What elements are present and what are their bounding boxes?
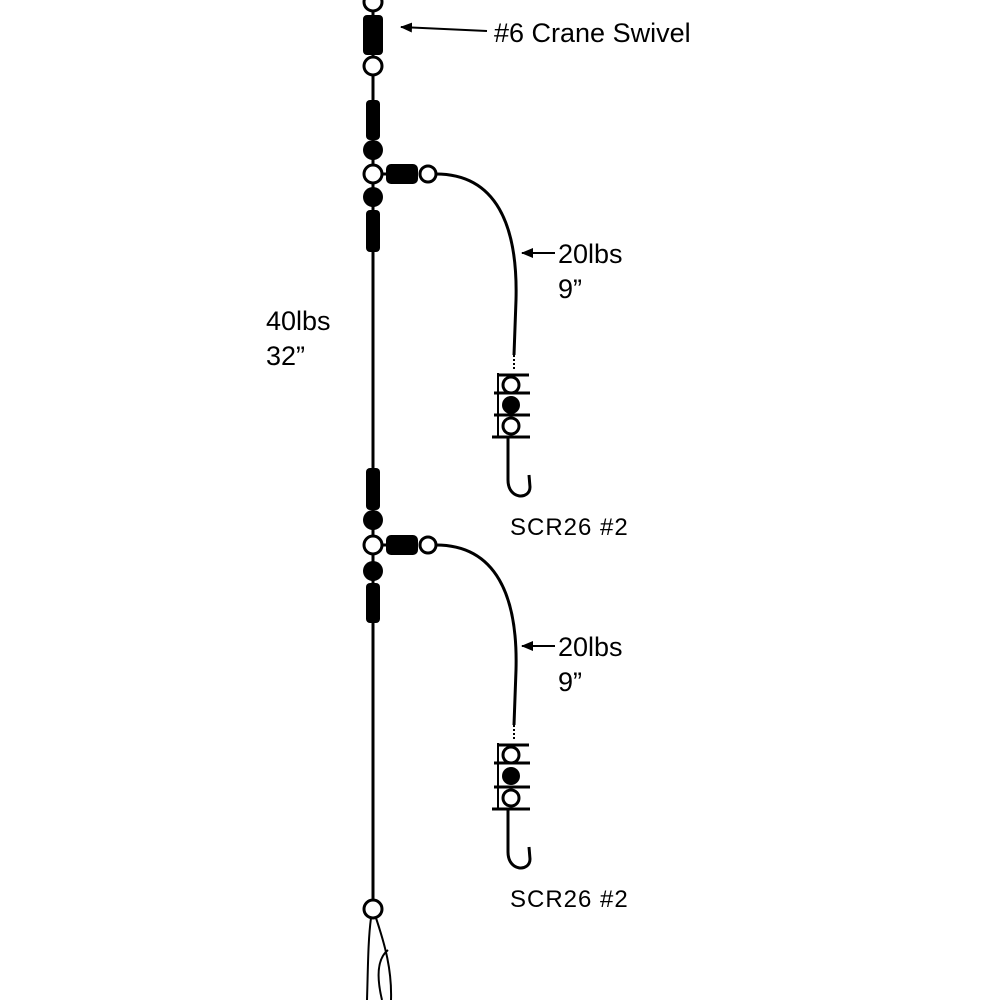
swivel-label: #6 Crane Swivel xyxy=(494,18,691,48)
hook-icon-2 xyxy=(506,809,532,870)
main-line-weight-label: 40lbs xyxy=(266,306,331,336)
snap-swivel-1 xyxy=(492,373,530,439)
bottom-ring xyxy=(362,898,384,920)
dropper-line-1 xyxy=(435,172,518,370)
three-way-swivel-bottom xyxy=(362,468,438,623)
dropper2-length-label: 9” xyxy=(558,667,582,697)
hook1-label: SCR26 #2 xyxy=(510,514,629,541)
snap-swivel-2 xyxy=(492,743,530,811)
sinker-loop xyxy=(366,917,393,1001)
crane-swivel xyxy=(362,0,384,77)
three-way-swivel-top xyxy=(362,100,438,252)
dropper2-weight-label: 20lbs xyxy=(558,632,623,662)
dropper1-weight-label: 20lbs xyxy=(558,239,623,269)
hook-icon-1 xyxy=(506,437,532,498)
main-line-length-label: 32” xyxy=(266,341,305,371)
swivel-arrow xyxy=(400,22,488,33)
dropper-line-2 xyxy=(435,543,518,740)
dropper1-length-label: 9” xyxy=(558,274,582,304)
hook2-label: SCR26 #2 xyxy=(510,886,629,913)
